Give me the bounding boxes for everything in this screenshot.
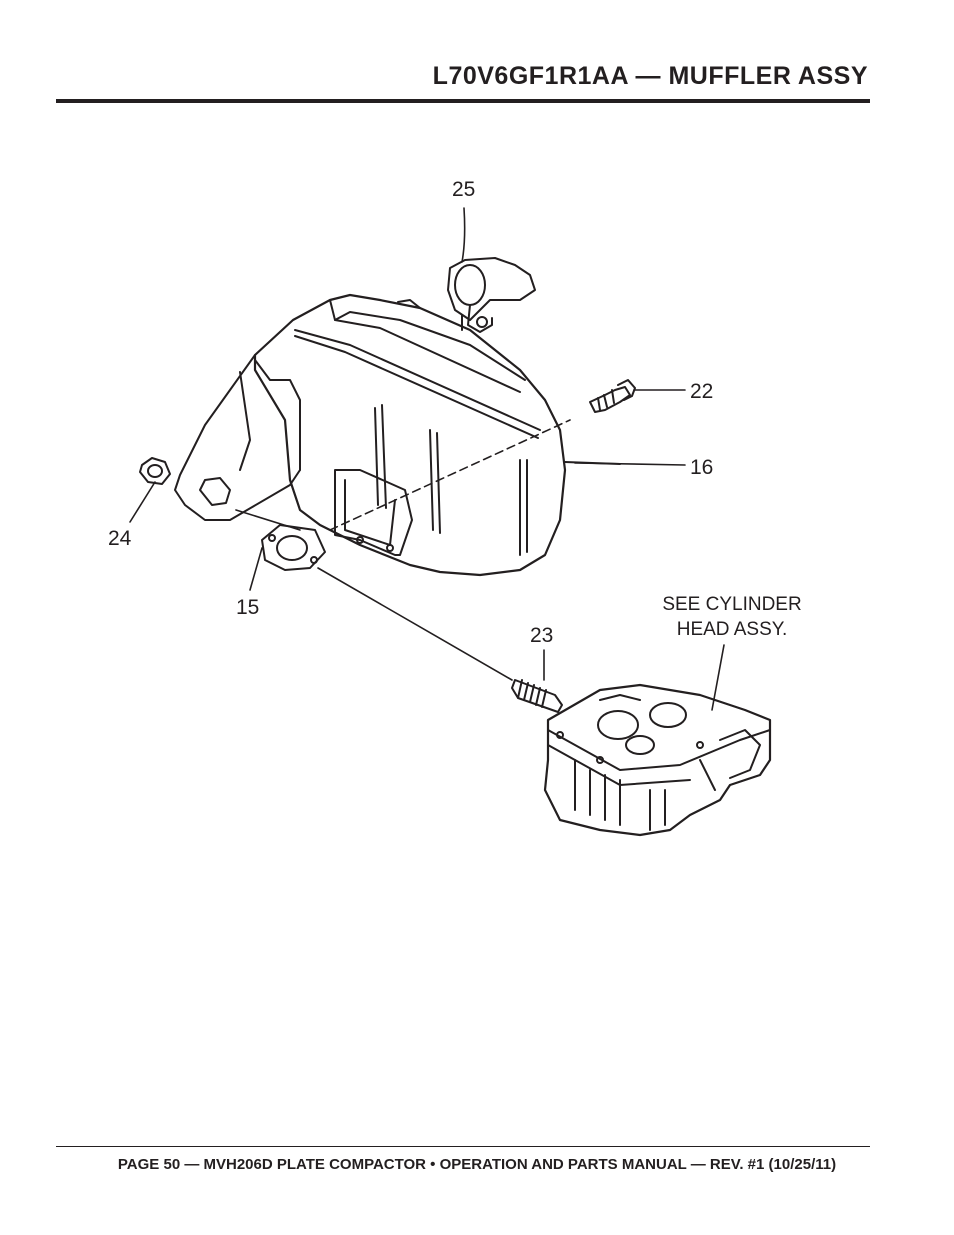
callout-23: 23 [530, 624, 553, 647]
callout-16: 16 [690, 456, 713, 479]
see-cylinder-note-line1: SEE CYLINDER [662, 594, 801, 615]
callout-24: 24 [108, 527, 132, 550]
gasket [261, 524, 326, 571]
cylinder-head [543, 683, 772, 837]
exhaust-elbow [447, 257, 536, 333]
flange-nut [139, 457, 171, 485]
muffler-body [174, 293, 621, 577]
callout-22: 22 [690, 380, 713, 403]
bolt [589, 379, 636, 413]
callout-25: 25 [452, 178, 475, 201]
callout-15: 15 [236, 596, 259, 619]
footer-rule [56, 1146, 870, 1147]
header-rule [56, 99, 870, 103]
see-cylinder-note-line2: HEAD ASSY. [677, 619, 788, 640]
page-title: L70V6GF1R1AA — MUFFLER ASSY [432, 62, 868, 90]
stud-bolt [511, 679, 563, 713]
page-footer: PAGE 50 — MVH206D PLATE COMPACTOR • OPER… [117, 1156, 837, 1173]
